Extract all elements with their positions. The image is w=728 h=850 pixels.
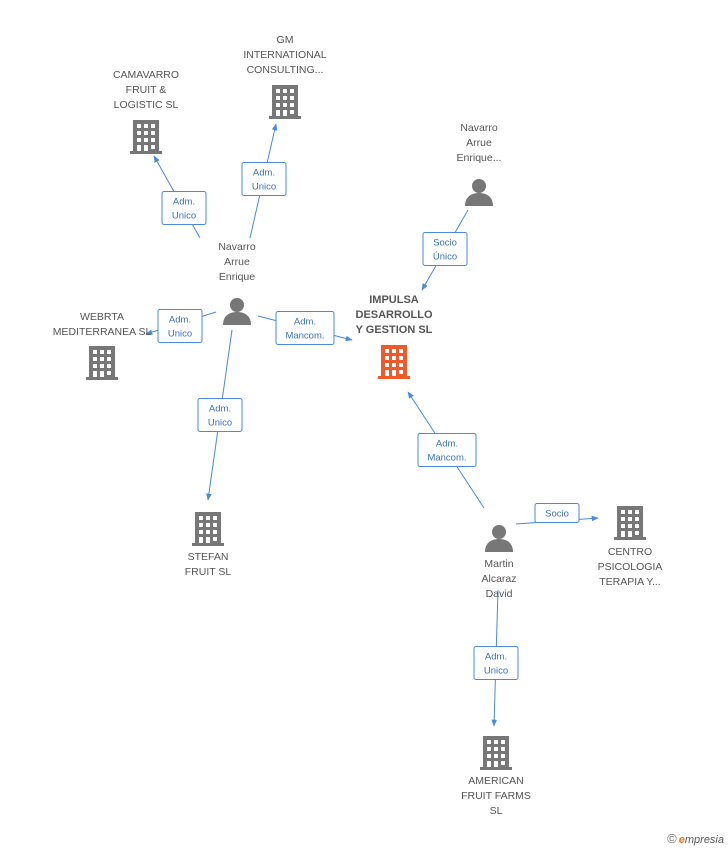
copyright-symbol: ©: [667, 831, 677, 846]
company-building-icon: [269, 85, 301, 119]
badge-text: Adm.: [173, 197, 195, 208]
badge-text: Unico: [484, 666, 508, 677]
badge-text: Adm.: [485, 652, 507, 663]
node-label: Arrue: [466, 137, 492, 149]
node-label: IMPULSA: [369, 294, 419, 306]
relationship-badge[interactable]: Adm. Unico: [197, 398, 243, 432]
node-navarro2[interactable]: NavarroArrueEnrique...: [457, 122, 502, 206]
badge-text: Mancom.: [285, 331, 324, 342]
badge-text: Unico: [208, 418, 232, 429]
relationship-badge[interactable]: Adm. Unico: [157, 309, 203, 343]
badge-box: [197, 398, 243, 432]
node-label: FRUIT SL: [185, 566, 232, 578]
node-label: CONSULTING...: [247, 64, 324, 76]
badge-text: Adm.: [209, 404, 231, 415]
badge-text: Unico: [252, 182, 276, 193]
relationship-badge[interactable]: Adm. Mancom.: [417, 433, 477, 467]
node-label: INTERNATIONAL: [243, 49, 326, 61]
node-label: STEFAN: [188, 551, 229, 563]
badge-box: [157, 309, 203, 343]
company-building-icon: [192, 512, 224, 546]
badge-text: Adm.: [436, 439, 458, 450]
node-label: CENTRO: [608, 546, 652, 558]
badge-text: Socio: [545, 509, 569, 520]
edge-navarro1-camavarro: Adm. Unico: [153, 155, 207, 239]
node-label: MEDITERRANEA SL: [53, 326, 152, 338]
node-gm[interactable]: GM INTERNATIONAL CONSULTING...: [243, 34, 327, 119]
node-label: Enrique: [219, 271, 255, 283]
node-webrta[interactable]: WEBRTA MEDITERRANEA SL: [53, 311, 152, 380]
person-icon: [465, 179, 493, 206]
edge-martin-centro: Socio: [515, 503, 599, 525]
relationship-badge[interactable]: Adm. Unico: [161, 191, 207, 225]
node-stefan[interactable]: STEFAN FRUIT SL: [185, 512, 232, 578]
node-label: Martin: [484, 558, 513, 570]
node-label: Navarro: [460, 122, 498, 134]
node-label: AMERICAN: [468, 775, 523, 787]
node-label: Navarro: [218, 241, 256, 253]
node-label: Y GESTION SL: [356, 324, 433, 336]
node-centro[interactable]: CENTRO PSICOLOGIA TERAPIA Y...: [598, 506, 663, 588]
edge-navarro1-stefan: Adm. Unico: [197, 329, 243, 501]
node-american[interactable]: AMERICAN FRUIT FARMS SL: [461, 736, 531, 817]
node-label: FRUIT &: [126, 84, 167, 96]
badge-box: [275, 311, 335, 345]
badge-box: [473, 646, 519, 680]
node-label: PSICOLOGIA: [598, 561, 663, 573]
badge-text: Adm.: [169, 315, 191, 326]
node-label: TERAPIA Y...: [599, 576, 660, 588]
company-building-icon: [480, 736, 512, 770]
badge-box: [417, 433, 477, 467]
badge-text: Adm.: [253, 168, 275, 179]
person-icon: [485, 525, 513, 552]
node-impulsa[interactable]: IMPULSA DESARROLLO Y GESTION SL: [356, 294, 433, 379]
node-label: Enrique...: [457, 152, 502, 164]
node-label: CAMAVARRO: [113, 69, 179, 81]
brand-logo-initial: e: [678, 834, 685, 846]
company-building-icon: [130, 120, 162, 154]
edge-navarro1-impulsa: Adm. Mancom.: [257, 311, 353, 345]
node-label: FRUIT FARMS: [461, 790, 531, 802]
relationship-badge[interactable]: Socio: [534, 503, 580, 523]
badge-text: Unico: [168, 329, 192, 340]
node-camavarro[interactable]: CAMAVARRO FRUIT & LOGISTIC SL: [113, 69, 179, 154]
badge-text: Mancom.: [427, 453, 466, 464]
edges-layer: Adm.UnicoAdm.UnicoAdm.UnicoAdm.Mancom.Ad…: [145, 123, 599, 727]
node-label: DESARROLLO: [356, 309, 433, 321]
badge-text: Único: [433, 252, 457, 263]
nodes-layer: IMPULSA DESARROLLO Y GESTION SL CAMAVARRO FR…: [53, 34, 663, 817]
badge-box: [241, 162, 287, 196]
brand-name: mpresia: [684, 834, 724, 846]
person-icon: [223, 298, 251, 325]
node-label: WEBRTA: [80, 311, 124, 323]
node-label: GM: [277, 34, 294, 46]
node-label: Arrue: [224, 256, 250, 268]
relationship-badge[interactable]: Adm. Mancom.: [275, 311, 335, 345]
node-label: SL: [490, 805, 503, 817]
edge-navarro1-gm: Adm. Unico: [241, 123, 287, 239]
badge-box: [422, 232, 468, 266]
edge-martin-impulsa: Adm. Mancom.: [407, 391, 485, 509]
company-building-icon: [614, 506, 646, 540]
relationship-badge[interactable]: Adm. Unico: [241, 162, 287, 196]
badge-box: [534, 503, 580, 523]
badge-text: Socio: [433, 238, 457, 249]
badge-text: Adm.: [294, 317, 316, 328]
edge-martin-american: Adm. Unico: [473, 589, 519, 727]
node-label: David: [486, 588, 513, 600]
relationship-badge[interactable]: Adm. Unico: [473, 646, 519, 680]
company-building-icon: [86, 346, 118, 380]
node-label: LOGISTIC SL: [114, 99, 179, 111]
empresia-watermark[interactable]: ©empresia: [667, 831, 724, 846]
badge-box: [161, 191, 207, 225]
node-label: Alcaraz: [481, 573, 516, 585]
edge-navarro1-webrta: Adm. Unico: [145, 309, 217, 343]
badge-text: Unico: [172, 211, 196, 222]
main-company-icon: [378, 345, 410, 379]
